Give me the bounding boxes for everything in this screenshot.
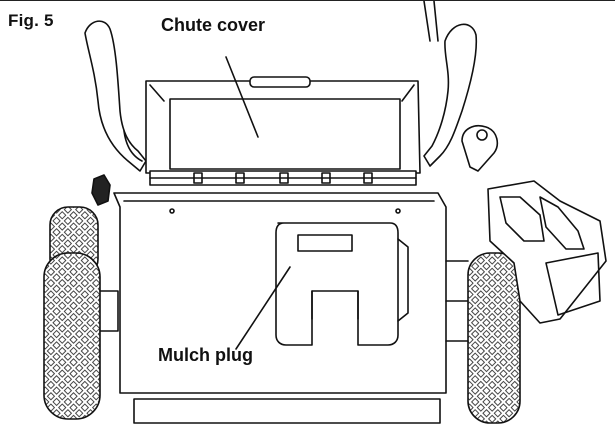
hinge-bar xyxy=(149,170,417,186)
mulch-plug-label: Mulch plug xyxy=(158,345,253,365)
left-rear-wheel xyxy=(43,252,119,420)
chute-cover-leader-line xyxy=(225,56,259,138)
right-rear-wheel xyxy=(445,252,521,424)
mulch-plug-leader-line xyxy=(235,266,291,350)
chute-cover xyxy=(145,76,421,174)
starter-handle xyxy=(461,125,499,172)
left-handle xyxy=(84,20,147,172)
mulch-plug xyxy=(275,222,409,346)
figure-number: Fig. 5 xyxy=(8,11,54,30)
right-handle xyxy=(423,1,478,167)
height-adjust-knob xyxy=(91,174,111,206)
chute-cover-label: Chute cover xyxy=(161,15,266,35)
side-discharge-chute xyxy=(487,180,607,324)
